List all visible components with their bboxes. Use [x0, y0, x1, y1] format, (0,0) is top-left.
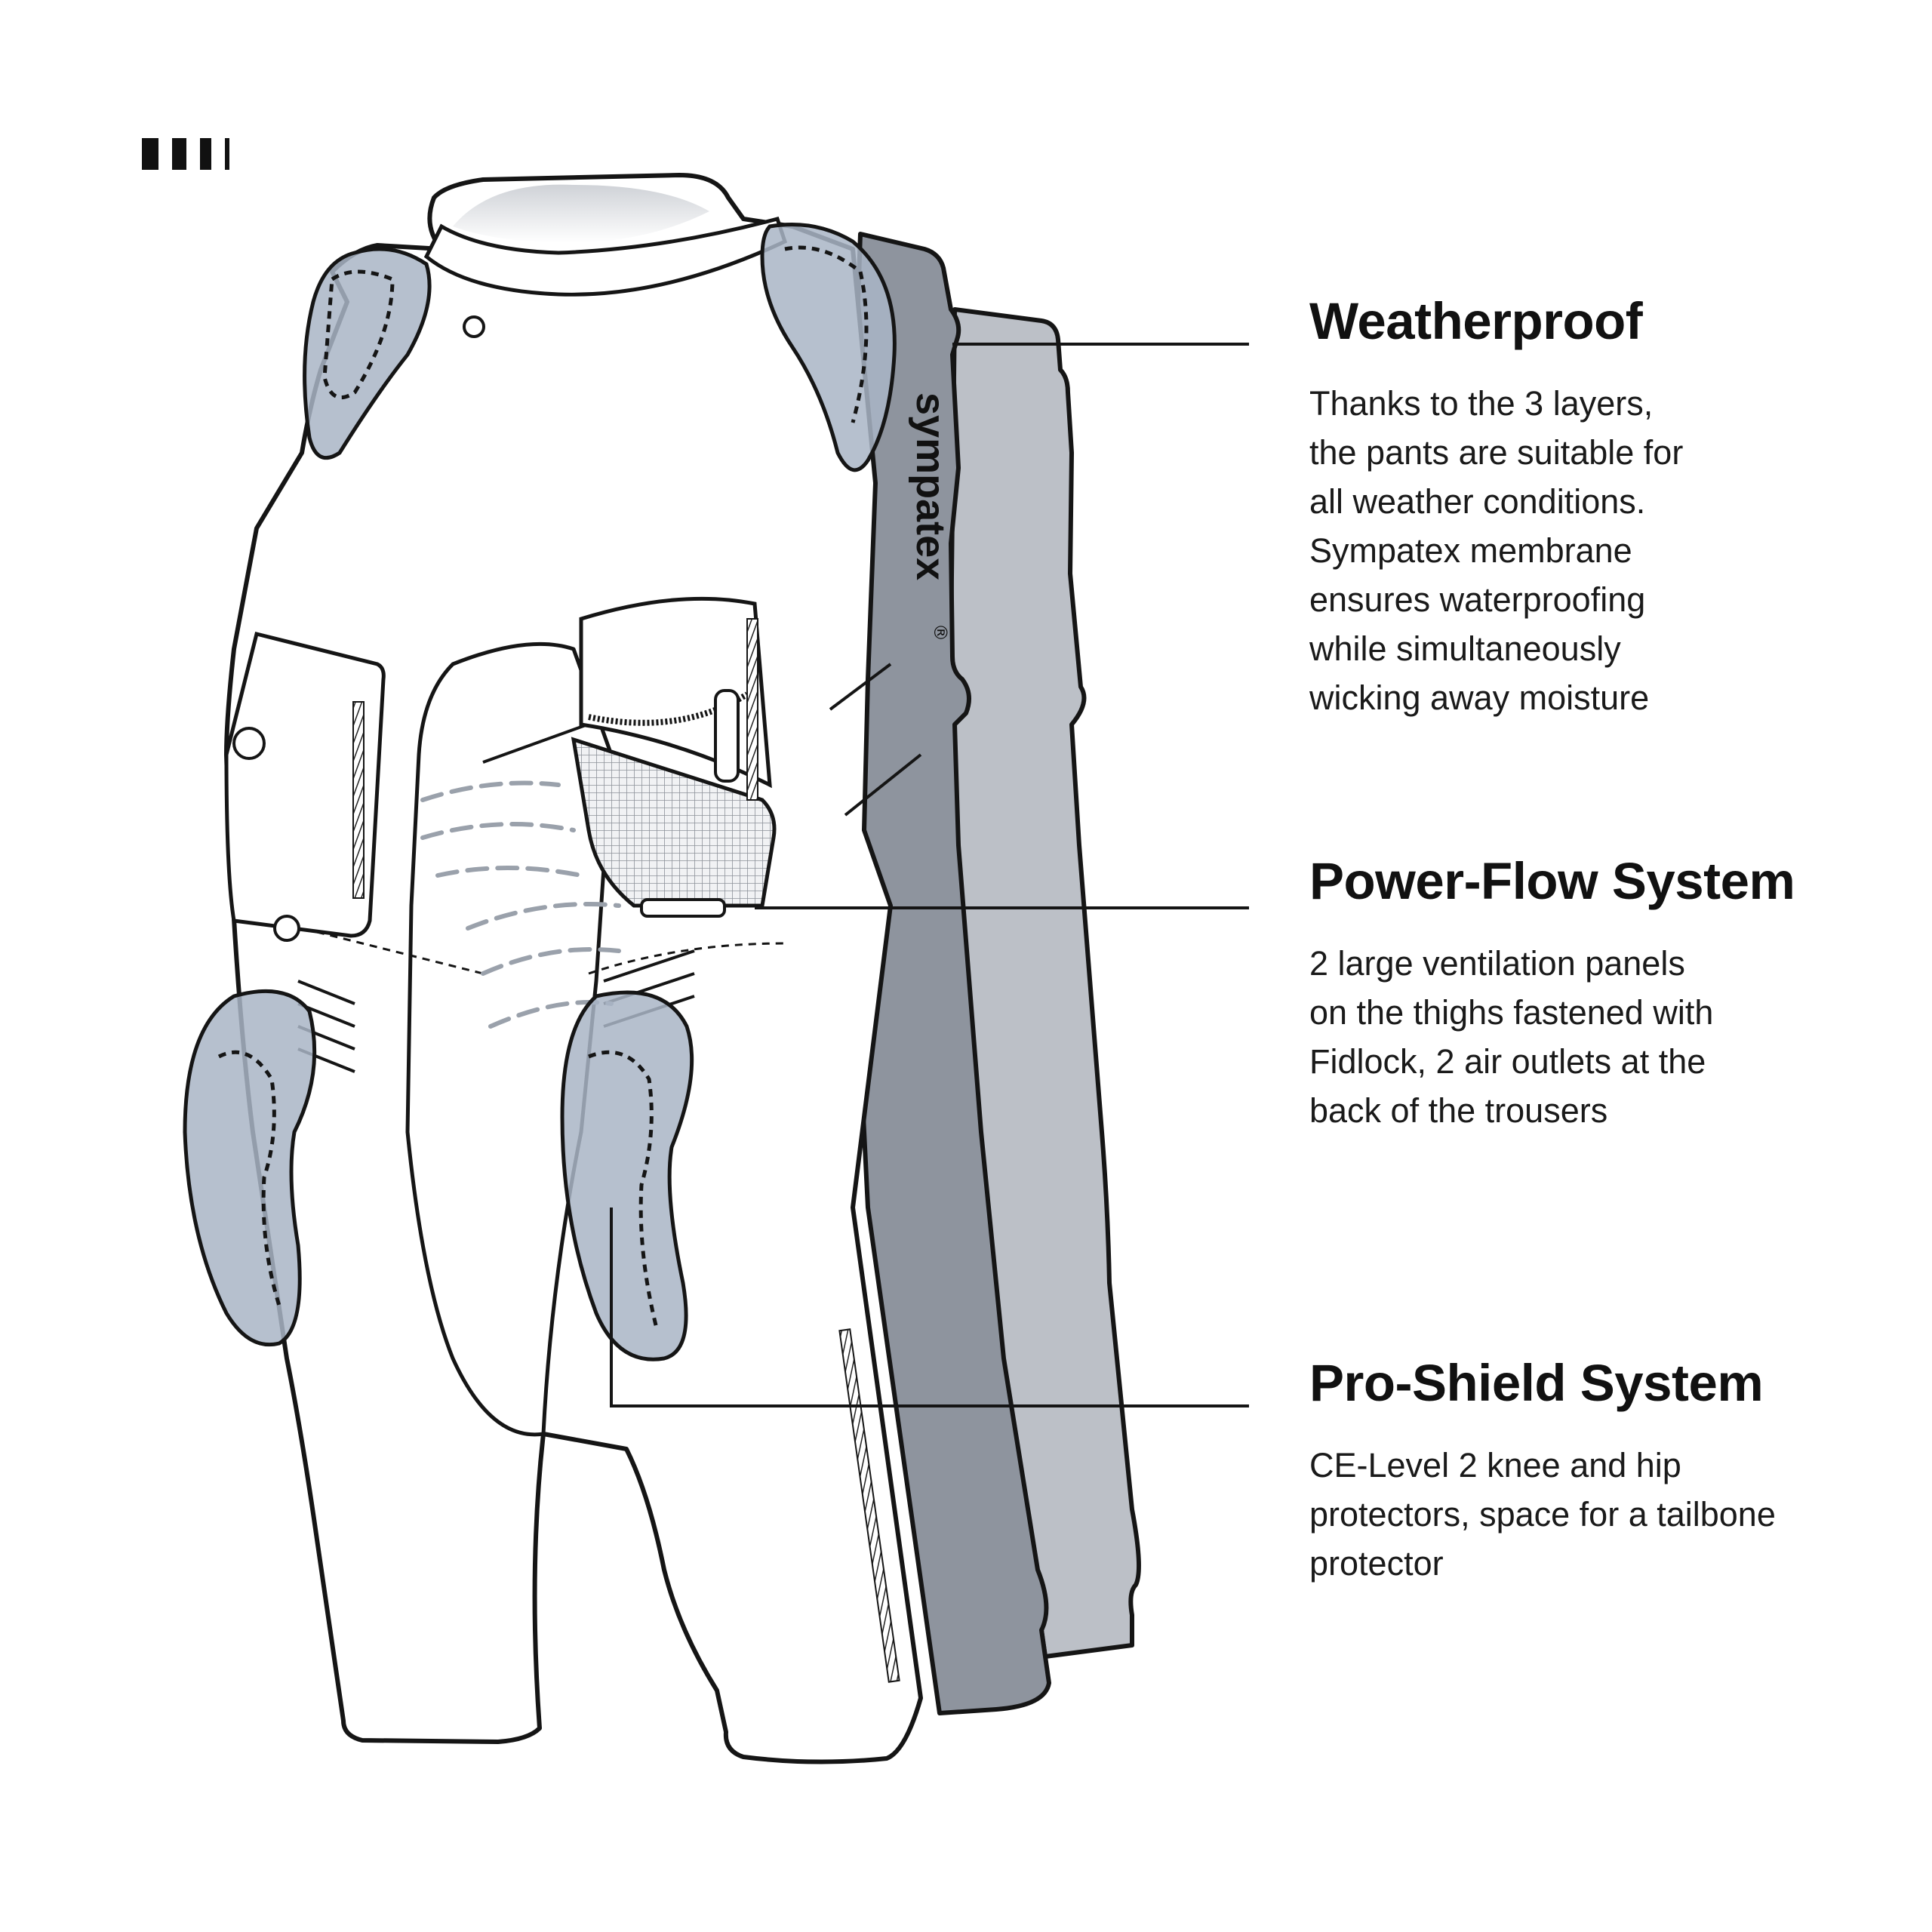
ventilation-panel — [571, 596, 777, 918]
hip-protector — [303, 223, 897, 472]
leg-zip — [838, 1328, 900, 1683]
feature-pro-shield: Pro-Shield System CE-Level 2 knee and hi… — [1309, 1355, 1898, 1588]
knee-protector — [183, 989, 694, 1361]
feature-text: CE-Level 2 knee and hip protectors, spac… — [1309, 1445, 1776, 1583]
feature-text: Thanks to the 3 layers, the pants are su… — [1309, 383, 1684, 717]
callout-lines — [610, 343, 1249, 1407]
feature-power-flow: Power-Flow System 2 large ventilation pa… — [1309, 853, 1898, 1135]
feature-title: Weatherproof — [1309, 292, 1643, 350]
feature-title: Power-Flow System — [1309, 852, 1795, 910]
middle-layer-panel — [843, 232, 1051, 1715]
registered-mark: ® — [930, 623, 951, 641]
feature-weatherproof: Weatherproof Thanks to the 3 layers, the… — [1309, 293, 1898, 722]
trousers-body — [224, 173, 923, 1764]
pocket-left — [224, 631, 386, 942]
feature-text: 2 large ventilation panels on the thighs… — [1309, 943, 1714, 1130]
feature-title: Pro-Shield System — [1309, 1354, 1764, 1412]
sympatex-label: sympatex — [908, 392, 953, 580]
pro-shield-leader-line — [610, 1208, 1249, 1407]
airflow-lines — [420, 780, 621, 1029]
